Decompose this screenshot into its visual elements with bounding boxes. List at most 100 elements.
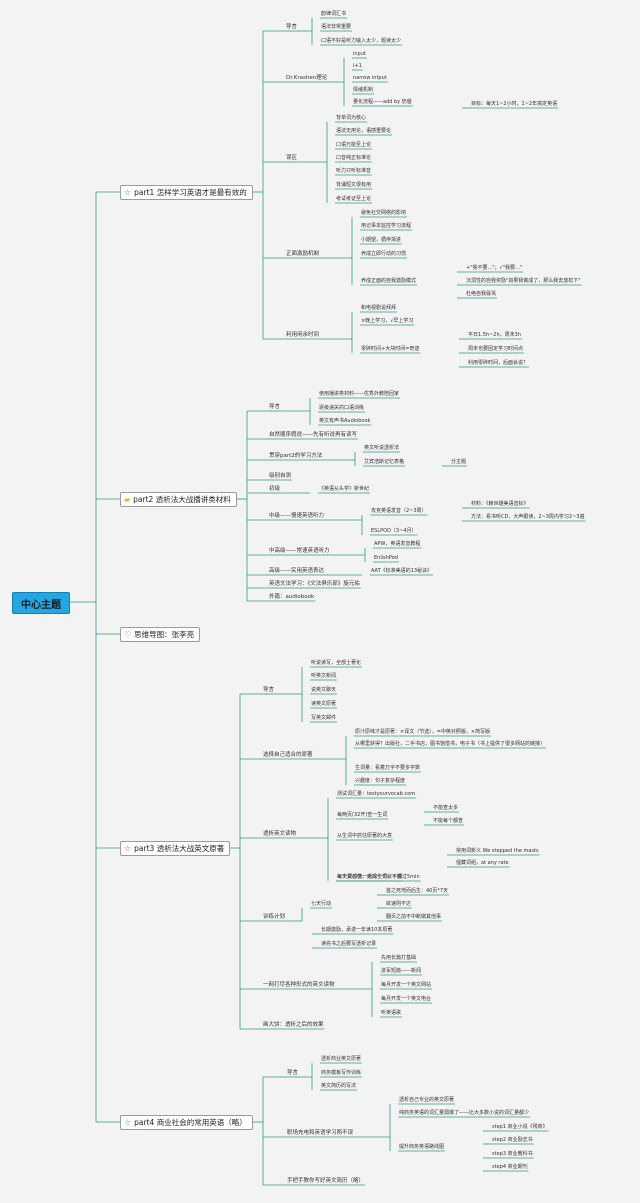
section-node[interactable]: 一网打尽各种形式的英文读物 [263,982,335,988]
central-topic[interactable]: 中心主题 [12,592,70,614]
item-node[interactable]: 听说读写，全部土著化 [311,660,362,666]
item-node[interactable]: 口语万能至上论 [336,142,372,148]
item-node[interactable]: 听英文新闻 [311,673,337,679]
item-node[interactable]: 进军短篇——新闻 [381,968,422,974]
item-node[interactable]: 从生词中抓住原著的大意 [337,833,393,839]
section-node[interactable]: Dr.Krashen理论 [286,75,328,81]
section-node[interactable]: 误区 [286,155,298,161]
item-node[interactable]: 先用长篇打基础 [381,955,417,961]
item-node[interactable]: 杜绝自我辱骂 [466,291,497,297]
item-node[interactable]: 测试词汇量：testyourvocab.com [337,791,416,797]
item-node[interactable]: 用记事本监控学习流程 [361,223,412,229]
section-node[interactable]: 画大饼：透析之后的效果 [263,1022,324,1028]
item-node[interactable]: 艾宾浩斯记忆表格 [364,459,405,465]
section-node[interactable]: 训练计划 [263,914,286,920]
item-node[interactable]: AAT《标准美语的13秘诀》 [371,568,433,574]
item-node[interactable]: 语法非常重要 [321,24,352,30]
section-node[interactable]: 初级 [269,486,281,492]
item-node[interactable]: 每月开发一个英文电台 [381,996,432,1002]
item-node[interactable]: 避免社交网络的影响 [361,210,407,216]
item-node[interactable]: 英文听说透析法 [364,445,400,451]
item-node[interactable]: 口音纯正标准论 [336,155,372,161]
item-node[interactable]: 背单词为核心 [336,115,367,121]
section-node[interactable]: 中级——慢速英语听力 [269,513,325,519]
item-node[interactable]: 兴趣度：句子复杂程度 [355,778,406,784]
item-node[interactable]: 读英文原著 [311,701,337,707]
item-node[interactable]: 考试考证至上论 [336,196,372,202]
item-node[interactable]: 分主题 [451,459,467,465]
item-node[interactable]: 口语不好是听力输入太少，题读太少 [321,38,402,44]
item-node[interactable]: EnlishPod [374,555,398,561]
item-node[interactable]: 每月开发一个英文网站 [381,982,432,988]
item-node[interactable]: step1 商业小说《残商》 [492,1124,548,1130]
item-node[interactable]: 不能每个都查 [433,818,464,824]
item-node[interactable]: 原汁原味才是原著：×译文（节选），=中英对照版，×简写版 [355,729,491,735]
item-node[interactable]: 长期激励，承诺一年读10本原著 [321,927,393,933]
branch-part-1[interactable]: ☆part1 怎样学习英语才是最有效的 [120,185,253,200]
item-node[interactable]: 养成立即行动的习惯 [361,251,407,257]
item-node[interactable]: 英文有声书Audiobook [319,418,371,424]
item-node[interactable]: 常用词新义 We stepped the masts [456,848,539,854]
item-node[interactable]: 提升商务英语路线图 [399,1144,445,1150]
item-node[interactable]: 七天行动 [311,901,332,907]
item-node[interactable]: 纯商务英语的词汇量弱爆了——比大多数小说的词汇量都少 [399,1110,530,1116]
section-node[interactable]: 高级——实用英语表达 [269,568,325,574]
item-node[interactable]: 零碎时间+大块时间=奇迹 [361,346,420,352]
item-node[interactable]: 首之死地而后生：40页*7天 [386,888,449,894]
item-node[interactable]: 平日1.5h~2h，周末3h [468,332,522,338]
item-node[interactable]: 每个词都懂，组成一句就不懂 [337,874,403,880]
section-node[interactable]: 手把手教你写好英文简历（略） [287,1178,365,1184]
section-node[interactable]: 导言 [269,404,281,410]
section-node[interactable]: 外篇：audiobook [269,594,315,600]
section-node[interactable]: 导言 [287,1070,299,1076]
branch-part-3[interactable]: ♡思维导图：张李亮 [120,627,201,642]
item-node[interactable]: step3 商业教科书 [492,1151,533,1157]
item-node[interactable]: 俚藏词组，at any rate [456,860,509,866]
item-node[interactable]: 周末也要固定学习时间点 [468,346,524,352]
item-node[interactable]: 透析商业英文原著 [321,1056,362,1062]
item-node[interactable]: 说英文聊天 [311,687,337,693]
item-node[interactable]: 材料：《赖世雄美语音标》 [471,501,529,507]
item-node[interactable]: 英文简历的写法 [321,1083,357,1089]
item-node[interactable]: 方法：看书听CD，大声跟读，2~3周内学习2~3遍 [471,514,585,520]
item-node[interactable]: 写英文邮件 [311,715,337,721]
section-node[interactable]: 中高级——常速英语听力 [269,548,330,554]
item-node[interactable]: 听力只听标准音 [336,168,372,174]
item-node[interactable]: APW，英语发音教程 [374,541,421,547]
item-node[interactable]: 语法无用论，语感重要论 [336,128,392,134]
item-node[interactable]: 翻页之前不中断做其他事 [386,914,442,920]
item-node[interactable]: 小期望，循序渐进 [361,237,402,243]
item-node[interactable]: 量化流程——add by 奶爸 [353,99,412,105]
section-node[interactable]: 透析英文读物 [263,831,297,837]
item-node[interactable]: 每两页(32开)查一生词 [337,812,388,818]
item-node[interactable]: 使用播讲类材料——优秀外教陪回家 [319,391,400,397]
item-node[interactable]: 生词量：看着万字不要多字数 [355,765,421,771]
section-node[interactable]: 导言 [286,24,298,30]
item-node[interactable]: 从哪里获得？出版社，二手书店，图书馆借书，电子书（书上提供了很多网站的链接） [355,741,546,747]
item-node[interactable]: 利用零碎时间，后面会说？ [468,360,529,366]
section-node[interactable]: 职场充电和英语学习两不误 [287,1130,354,1136]
section-node[interactable]: 自然顺序假说——先有听说再有读写 [269,432,358,438]
item-node[interactable]: 和电视剧说拜拜 [361,305,397,311]
item-node[interactable]: 欲速则不达 [386,901,412,907]
item-node[interactable]: 不能查太多 [433,805,459,811]
item-node[interactable]: i+1 [353,63,362,69]
item-node[interactable]: ESLPOD（3~4月） [371,528,417,534]
item-node[interactable]: narrow intput [353,75,387,81]
item-node[interactable]: 沉溺性的自我奖励"如果我做成了，那么我去放松下" [466,278,581,284]
item-node[interactable]: ×晚上学习，√早上学习 [361,318,414,324]
section-node[interactable]: 英语文法学习：《文法俱乐部》旋元佑 [269,581,360,587]
item-node[interactable]: 韵律词汇书 [321,11,347,17]
section-node[interactable]: 导言 [263,687,275,693]
item-node[interactable]: 逐级递关的口语训练 [319,405,365,411]
item-node[interactable]: 情绪机制 [353,87,374,93]
section-node[interactable]: 正面激励机制 [286,251,320,257]
item-node[interactable]: step4 商业期刊 [492,1164,528,1170]
item-node[interactable]: 每天复习前一天的生词，不超过5min [337,874,420,880]
item-node[interactable]: 听英语歌 [381,1010,402,1016]
item-node[interactable]: 目标：每天1~2小时，1~2年搞定英语 [471,101,558,107]
item-node[interactable]: 背诵短文很有用 [336,182,372,188]
item-node[interactable]: 透析自己专业的英文原著 [399,1097,455,1103]
section-node[interactable]: 利用闲余时间 [286,332,320,338]
item-node[interactable]: 攻克英语发音（2~3周） [371,508,427,514]
